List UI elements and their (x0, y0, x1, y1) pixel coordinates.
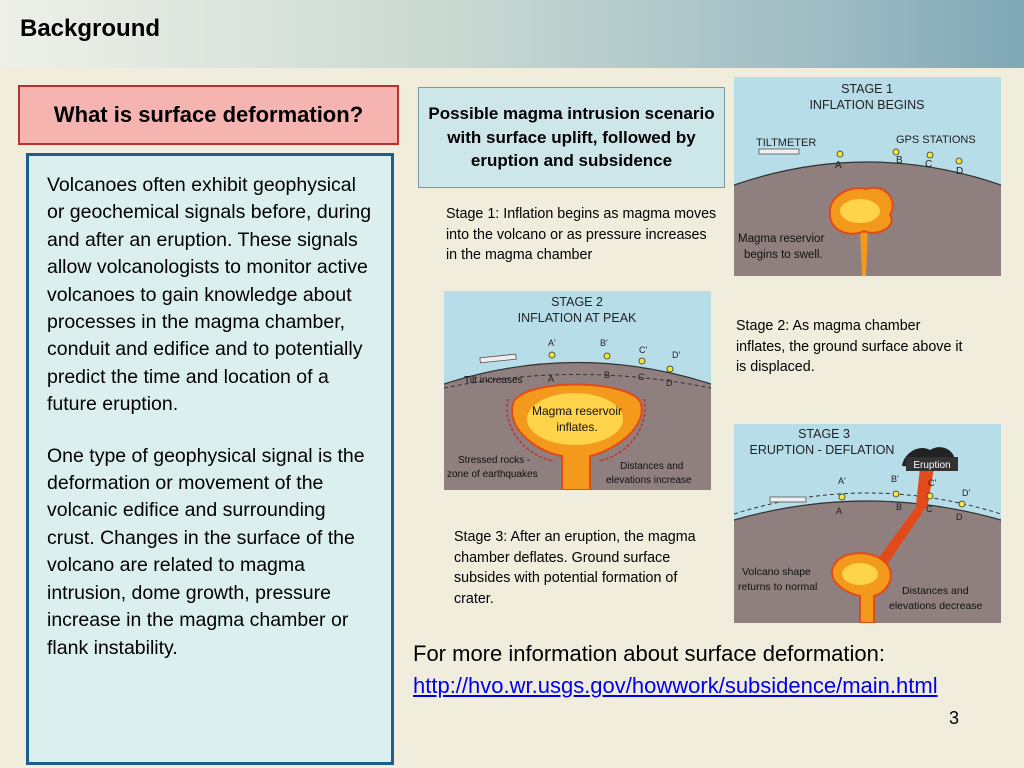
station-c-prime-label: C' (639, 345, 647, 355)
station-d-prime-label: D' (962, 488, 970, 498)
station-d-label: D (956, 512, 963, 522)
stage-2-diagram: STAGE 2 INFLATION AT PEAK A' B' C' D' A … (444, 291, 711, 490)
explanation-text-box: Volcanoes often exhibit geophysical or g… (26, 153, 394, 765)
station-b-label: B (896, 155, 903, 166)
paragraph-signals: Volcanoes often exhibit geophysical or g… (47, 174, 372, 416)
stage-1-subtitle: INFLATION BEGINS (809, 98, 924, 112)
station-b-label: B (604, 370, 610, 380)
station-c-label: C (638, 372, 645, 382)
station-a-label: A (835, 160, 842, 171)
more-info-text: For more information about surface defor… (413, 641, 886, 666)
inflates-label: inflates. (556, 420, 597, 434)
more-info: For more information about surface defor… (413, 638, 1003, 702)
station-d-label: D (956, 166, 963, 177)
stage-2-description: Stage 2: As magma chamber inflates, the … (736, 318, 963, 375)
earthquake-zone-label: zone of earthquakes (447, 469, 538, 480)
elevations-increase-label: elevations increase (606, 475, 692, 486)
stage-1-description: Stage 1: Inflation begins as magma moves… (446, 206, 717, 263)
tiltmeter-label: TILTMETER (756, 137, 816, 149)
station-d-label: D (666, 378, 673, 388)
elevations-decrease-label: elevations decrease (889, 600, 983, 612)
stressed-rocks-label: Stressed rocks - (458, 455, 530, 466)
station-a-label: A (548, 374, 554, 384)
stage-3-description: Stage 3: After an eruption, the magma ch… (454, 529, 696, 607)
station-a-label: A (836, 506, 842, 516)
station-b-prime-label: B' (891, 474, 899, 484)
stage-3-subtitle: ERUPTION - DEFLATION (750, 443, 895, 457)
volcano-shape-label: Volcano shape (742, 566, 811, 578)
slide-title: Background (20, 15, 161, 42)
station-c-label: C (925, 159, 932, 170)
subsidence-link[interactable]: http://hvo.wr.usgs.gov/howwork/subsidenc… (413, 673, 938, 698)
station-a-prime-label: A' (548, 338, 556, 348)
tilt-increases-label: Tilt increases (464, 375, 523, 386)
stage-2-subtitle: INFLATION AT PEAK (518, 311, 637, 325)
question-heading: What is surface deformation? (18, 85, 399, 145)
station-b-label: B (896, 502, 902, 512)
gps-stations-label: GPS STATIONS (896, 134, 976, 146)
station-b-prime-label: B' (600, 338, 608, 348)
returns-normal-label: returns to normal (738, 581, 817, 593)
stage-1-title: STAGE 1 (841, 82, 893, 96)
stage-1-diagram: STAGE 1 INFLATION BEGINS TILTMETER GPS S… (734, 77, 1001, 276)
stage-3-diagram: Eruption STAGE 3 ERUPTION - DEFLATION A'… (734, 424, 1001, 623)
scenario-caption: Possible magma intrusion scenario with s… (418, 87, 725, 188)
magma-reservoir-label: Magma reservior (738, 233, 824, 245)
magma-reservoir-label: Magma reservoir (532, 404, 622, 418)
paragraph-deformation: One type of geophysical signal is the de… (47, 444, 365, 659)
station-a-prime-label: A' (838, 476, 846, 486)
stage-2-title: STAGE 2 (551, 295, 603, 309)
eruption-label: Eruption (913, 460, 950, 471)
station-c-prime-label: C' (928, 478, 936, 488)
slide-header: Background (0, 0, 1024, 68)
station-c-label: C (926, 504, 933, 514)
page-number: 3 (949, 708, 960, 728)
stage-3-title: STAGE 3 (798, 427, 850, 441)
distances-label: Distances and (902, 585, 969, 597)
distances-label: Distances and (620, 461, 683, 472)
station-d-prime-label: D' (672, 350, 680, 360)
swell-label: begins to swell. (744, 249, 823, 261)
